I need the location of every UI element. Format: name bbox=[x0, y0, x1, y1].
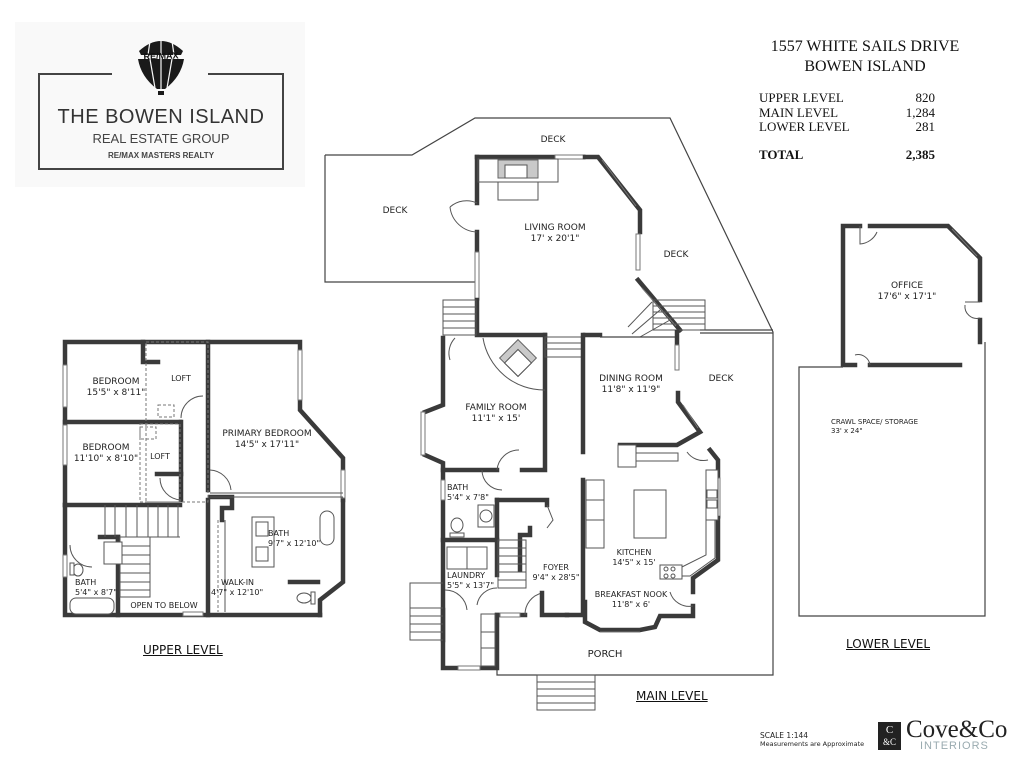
room-label-laundry: LAUNDRY 5'5" x 13'7" bbox=[447, 571, 494, 591]
area-row-lower: LOWER LEVEL 281 bbox=[759, 119, 935, 135]
hot-air-balloon-icon bbox=[138, 38, 184, 95]
room-label-foyer: FOYER 9'4" x 28'5" bbox=[528, 563, 584, 583]
room-size: 9'7" x 12'10" bbox=[268, 539, 321, 548]
room-size: 5'4" x 8'7" bbox=[75, 588, 117, 597]
logo-brokerage: RE/MAX MASTERS REALTY bbox=[107, 151, 215, 160]
room-label-upper-bath: BATH 5'4" x 8'7" bbox=[75, 578, 117, 598]
area-row-total: TOTAL 2,385 bbox=[759, 147, 935, 163]
area-label: MAIN LEVEL bbox=[759, 105, 839, 120]
room-label-porch: PORCH bbox=[587, 649, 623, 660]
room-name: LIVING ROOM bbox=[524, 223, 586, 233]
area-label: UPPER LEVEL bbox=[759, 90, 844, 105]
total-value: 2,385 bbox=[905, 147, 935, 162]
main-level-plan bbox=[324, 117, 774, 711]
room-name: FAMILY ROOM bbox=[465, 403, 527, 413]
room-size: 11'1" x 15' bbox=[471, 414, 521, 424]
room-label-upper-loft-1: LOFT bbox=[171, 374, 191, 383]
room-name: LAUNDRY bbox=[447, 571, 486, 580]
room-name: DINING ROOM bbox=[599, 374, 663, 384]
room-name: KITCHEN bbox=[616, 548, 652, 557]
cove-co-logo-mark: C &C bbox=[878, 722, 901, 750]
room-label-upper-bedroom-1: BEDROOM 15'5" x 8'11" bbox=[70, 377, 162, 399]
logo-subtitle: REAL ESTATE GROUP bbox=[92, 131, 230, 146]
scale-label: SCALE 1:144 bbox=[760, 731, 809, 740]
room-size: 15'5" x 8'11" bbox=[86, 388, 146, 398]
room-name: BATH bbox=[75, 578, 97, 587]
room-size: 5'4" x 7'8" bbox=[447, 493, 489, 502]
level-title-upper: UPPER LEVEL bbox=[143, 643, 223, 657]
designer-name: Cove&Co bbox=[906, 716, 1008, 743]
room-size: 17' x 20'1" bbox=[530, 234, 580, 244]
room-name: WALK-IN bbox=[221, 578, 255, 587]
area-label: LOWER LEVEL bbox=[759, 119, 850, 134]
room-name: PRIMARY BEDROOM bbox=[222, 429, 312, 439]
level-title-main: MAIN LEVEL bbox=[636, 689, 708, 703]
room-size: 11'8" x 11'9" bbox=[601, 385, 661, 395]
room-size: 14'5" x 15' bbox=[612, 558, 656, 567]
area-row-main: MAIN LEVEL 1,284 bbox=[759, 105, 935, 121]
upper-level-plan bbox=[62, 339, 346, 618]
room-size: 4'7" x 12'10" bbox=[211, 588, 264, 597]
room-label-breakfast-nook: BREAKFAST NOOK 11'8" x 6' bbox=[590, 590, 672, 610]
room-name: BEDROOM bbox=[92, 377, 140, 387]
room-label-family-room: FAMILY ROOM 11'1" x 15' bbox=[450, 403, 542, 425]
logo-mark-bottom: &C bbox=[882, 737, 896, 747]
room-label-walk-in: WALK-IN 4'7" x 12'10" bbox=[211, 578, 263, 598]
total-label: TOTAL bbox=[759, 147, 804, 162]
room-label-deck-west: DECK bbox=[382, 206, 408, 216]
room-label-office: OFFICE 17'6" x 17'1" bbox=[862, 281, 952, 303]
lower-level-plan bbox=[798, 223, 986, 617]
logo-title: THE BOWEN ISLAND bbox=[57, 106, 265, 128]
room-size: 9'4" x 28'5" bbox=[532, 573, 580, 582]
room-label-deck-east: DECK bbox=[663, 250, 689, 260]
room-size: 33' x 24" bbox=[831, 427, 863, 435]
room-size: 17'6" x 17'1" bbox=[877, 292, 937, 302]
area-row-upper: UPPER LEVEL 820 bbox=[759, 90, 935, 106]
room-label-primary-bath: BATH 9'7" x 12'10" bbox=[268, 529, 320, 549]
room-size: 11'10" x 8'10" bbox=[73, 454, 139, 464]
room-size: 5'5" x 13'7" bbox=[447, 581, 495, 590]
room-label-deck-north: DECK bbox=[540, 135, 566, 145]
room-label-open-to-below: OPEN TO BELOW bbox=[130, 601, 198, 610]
room-name: BATH bbox=[268, 529, 290, 538]
area-value: 820 bbox=[915, 90, 936, 105]
address-line-1: 1557 WHITE SAILS DRIVE bbox=[770, 38, 960, 55]
area-value: 1,284 bbox=[905, 105, 935, 120]
room-label-primary-bedroom: PRIMARY BEDROOM 14'5" x 17'11" bbox=[212, 429, 322, 451]
room-name: BATH bbox=[447, 483, 469, 492]
room-name: OFFICE bbox=[890, 281, 924, 291]
logo-mark-top: C bbox=[885, 724, 894, 736]
room-name: FOYER bbox=[543, 563, 569, 572]
room-label-dining-room: DINING ROOM 11'8" x 11'9" bbox=[590, 374, 672, 396]
room-name: BEDROOM bbox=[82, 443, 130, 453]
level-title-lower: LOWER LEVEL bbox=[846, 637, 931, 651]
room-label-living-room: LIVING ROOM 17' x 20'1" bbox=[505, 223, 605, 245]
room-label-upper-loft-2: LOFT bbox=[150, 452, 170, 461]
designer-subtitle: INTERIORS bbox=[920, 740, 989, 752]
room-label-deck-southeast: DECK bbox=[708, 374, 734, 384]
room-label-main-bath: BATH 5'4" x 7'8" bbox=[447, 483, 489, 503]
room-label-upper-bedroom-2: BEDROOM 11'10" x 8'10" bbox=[66, 443, 146, 465]
room-name: BREAKFAST NOOK bbox=[594, 590, 668, 599]
measurements-note: Measurements are Approximate bbox=[760, 740, 865, 748]
room-name: CRAWL SPACE/ STORAGE bbox=[831, 418, 919, 426]
room-size: 14'5" x 17'11" bbox=[234, 440, 300, 450]
area-value: 281 bbox=[915, 119, 936, 134]
room-label-kitchen: KITCHEN 14'5" x 15' bbox=[606, 548, 662, 568]
room-label-crawl-space: CRAWL SPACE/ STORAGE 33' x 24" bbox=[831, 418, 918, 436]
address-line-2: BOWEN ISLAND bbox=[804, 58, 926, 75]
room-size: 11'8" x 6' bbox=[611, 600, 651, 609]
